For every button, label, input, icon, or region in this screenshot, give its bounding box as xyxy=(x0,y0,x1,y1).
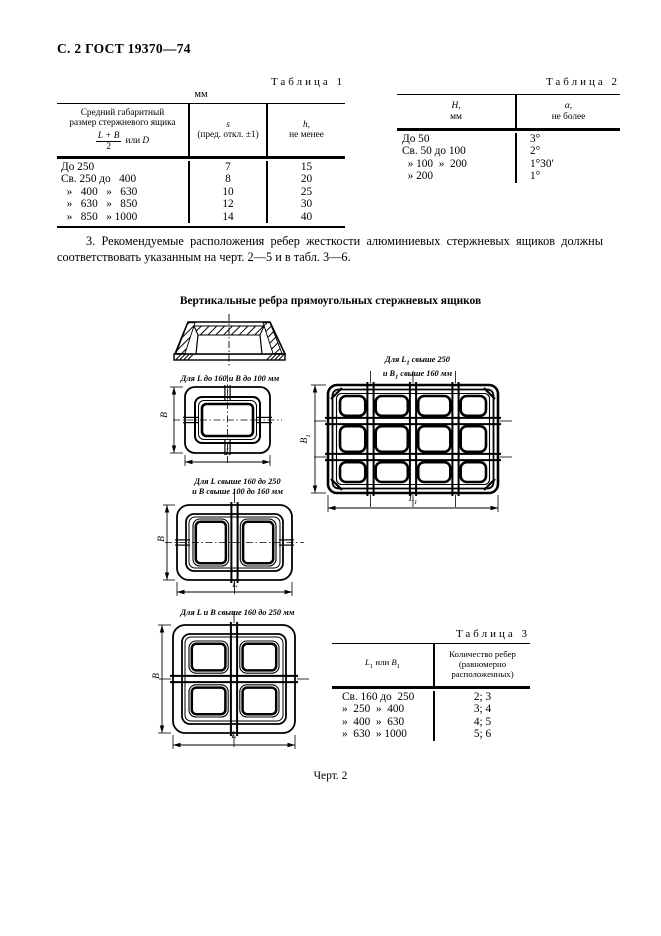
dimension-lines xyxy=(170,386,271,466)
table3-label: Таблица 3 xyxy=(455,628,530,640)
cell-cavities xyxy=(192,518,277,567)
figure-label-2: Для L1 свыше 250 и В1 свыше 160 мм xyxy=(382,355,453,381)
table-3: L1 или B1 Количество ребер (равномерно р… xyxy=(332,643,530,744)
cell-cavities xyxy=(188,640,280,718)
core-box-plan-large-drawing xyxy=(311,371,512,512)
table3-col2-header: Количество ребер (равномерно расположенн… xyxy=(449,649,516,679)
page-header: С. 2 ГОСТ 19370—74 xyxy=(57,41,191,56)
dim-label-B: B xyxy=(152,673,162,679)
dim-label-B: B xyxy=(157,536,167,542)
dim-label-L: L xyxy=(232,580,238,590)
table3-col1-header: L1 или B1 xyxy=(332,644,435,686)
table3-header-row: L1 или B1 Количество ребер (равномерно р… xyxy=(332,644,530,689)
table1-label: Таблица 1 xyxy=(270,76,345,88)
table1-unit: мм xyxy=(194,89,208,100)
rib-lines xyxy=(170,622,298,736)
table2-col1-header: Н, мм xyxy=(397,95,517,128)
table1-col3-header: h, не менее xyxy=(289,119,324,141)
paragraph-3: 3. Рекомендуемые расположения ребер жест… xyxy=(57,234,603,265)
table1-col2-header: s (пред. откл. ±1) xyxy=(190,104,268,156)
dimension-lines xyxy=(158,624,296,749)
table2-label: Таблица 2 xyxy=(545,76,620,88)
figure-label-4: Для L и В свыше 160 до 250 мм xyxy=(180,608,295,617)
table1-header-row: Средний габаритный размер стержневого ящ… xyxy=(57,104,345,159)
table2-header-row: Н, мм α, не более xyxy=(397,95,620,131)
table2-col2-header: α, не более xyxy=(551,101,586,122)
dimension-lines xyxy=(311,384,499,512)
rib-lines xyxy=(325,382,501,496)
dim-label-L: L xyxy=(225,448,231,458)
table1-col1-header: Средний габаритный размер стержневого ящ… xyxy=(57,104,190,156)
figure-heading: Вертикальные ребра прямоугольных стержне… xyxy=(179,295,482,307)
core-box-plan-four-cell-drawing xyxy=(158,611,309,749)
cell-cavities xyxy=(338,394,488,484)
corner-chamfers xyxy=(330,387,496,491)
dim-label-L1: L1 xyxy=(408,494,418,506)
dimension-lines xyxy=(163,504,293,596)
dim-label-L: L xyxy=(231,731,237,741)
figure-label-3: Для L свыше 160 до 250 и В свыше 100 до … xyxy=(192,477,283,497)
table-1: Средний габаритный размер стержневого ящ… xyxy=(57,103,345,228)
core-box-plan-two-cell-drawing xyxy=(163,491,304,596)
core-box-plan-small-drawing xyxy=(170,375,282,466)
core-box-section-drawing xyxy=(173,314,287,368)
figure-label-1: Для L до 160 и В до 100 мм xyxy=(180,374,280,383)
dim-label-B1: B1 xyxy=(300,434,312,444)
dim-label-B: B xyxy=(160,412,170,418)
rib-lines xyxy=(230,502,239,583)
figure-caption: Черт. 2 xyxy=(313,770,348,782)
